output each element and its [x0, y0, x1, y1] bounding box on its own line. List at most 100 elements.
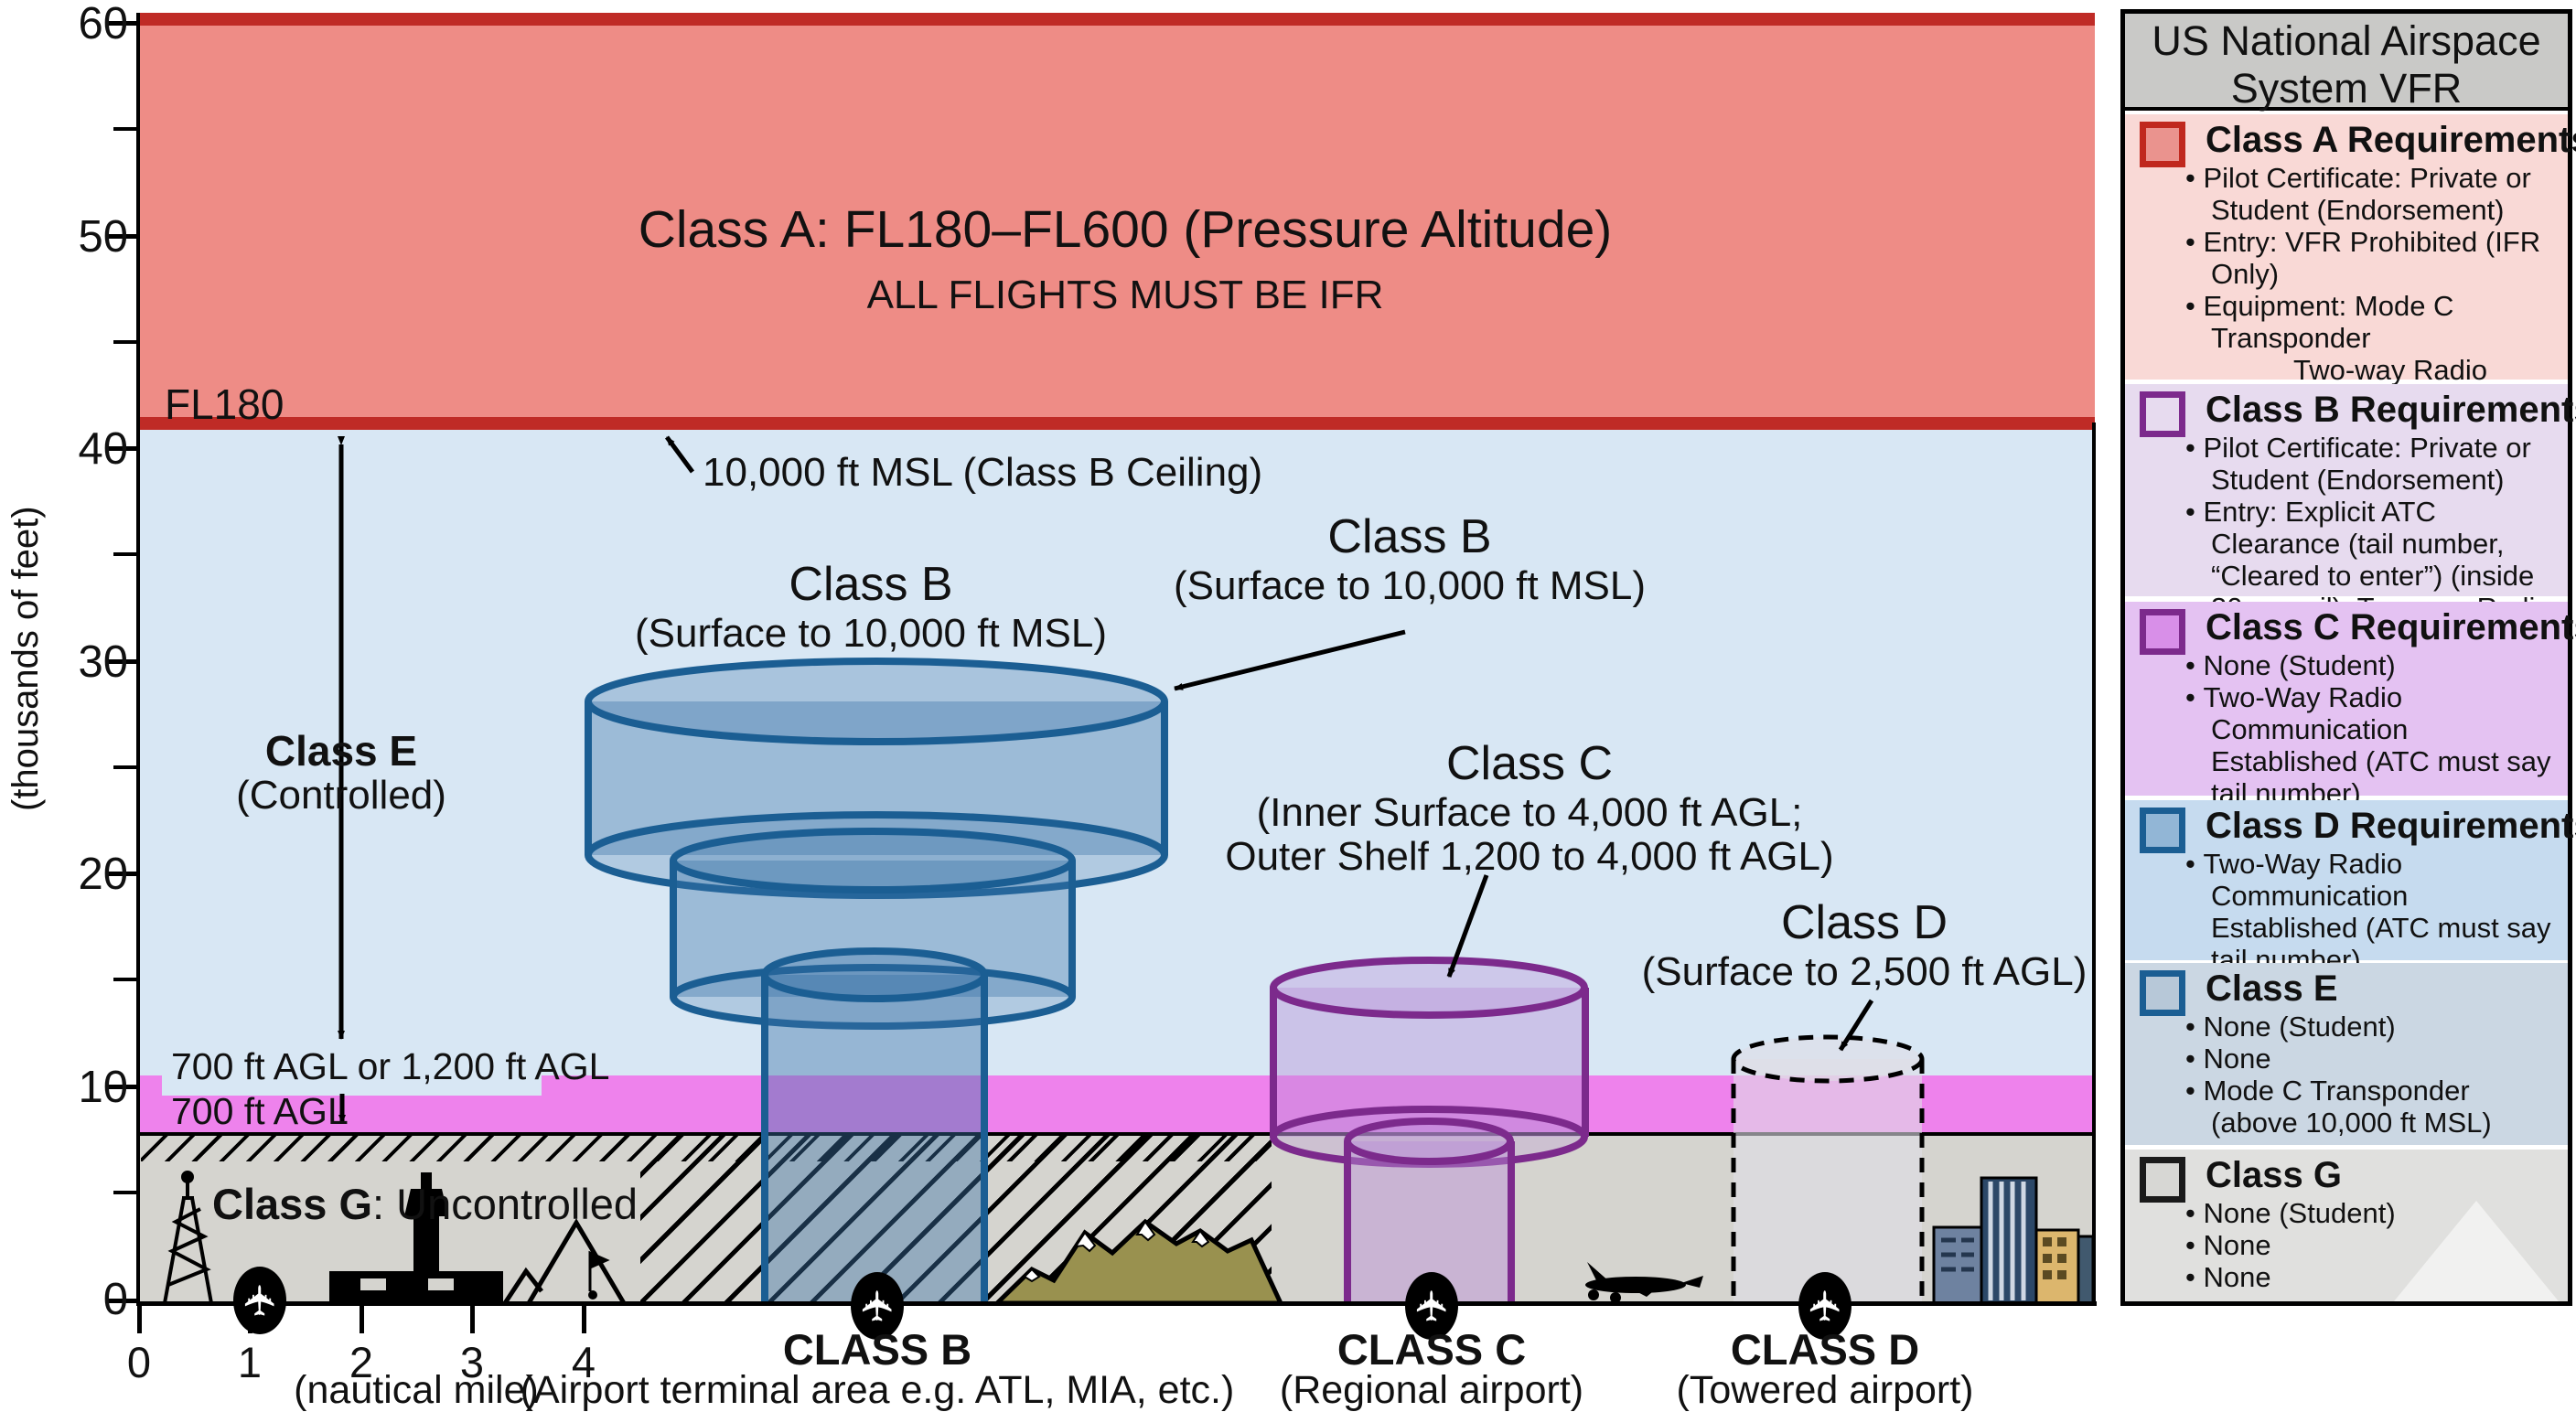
requirement-item: None (Student) [2185, 1197, 2559, 1229]
class-b-cylinder [585, 658, 1168, 1301]
x-tick-4 [582, 1303, 586, 1333]
y-tick-60 [108, 21, 139, 26]
y-tick-0 [108, 1299, 139, 1303]
y-label-10: 10 [78, 1063, 128, 1112]
small-airplane-icon [1585, 1262, 1703, 1303]
y-label-30: 30 [78, 637, 128, 687]
panel-header: US National Airspace System VFR Requirem… [2125, 14, 2568, 159]
section-title: Class G [2206, 1155, 2342, 1195]
x-tick-0 [137, 1303, 142, 1333]
class-g-bold: Class G [212, 1180, 373, 1228]
mountains-icon [991, 1218, 1284, 1306]
requirement-item: Mode C Transponder (above 10,000 ft MSL) [2185, 1075, 2559, 1139]
requirement-item: None (Student) [2185, 1011, 2559, 1043]
y-tick-55 [113, 127, 139, 131]
airplane-marker-class-b: ✈ [851, 1272, 904, 1340]
class-a-subtitle: ALL FLIGHTS MUST BE IFR [866, 273, 1384, 317]
class-b-right-title: Class B [1327, 510, 1492, 563]
requirement-item: None [2185, 1229, 2559, 1261]
y-tick-30 [108, 659, 139, 664]
class-d-title: Class D [1780, 896, 1948, 949]
class-d-cylinder [1731, 1034, 1925, 1301]
section-title: Class B Requirements [2206, 390, 2576, 430]
class-d-sub: (Surface to 2,500 ft AGL) [1641, 949, 2088, 994]
x-axis-line [136, 1301, 2097, 1306]
class-b-ground-sub: (Airport terminal area e.g. ATL, MIA, et… [520, 1368, 1235, 1412]
y-tick-45 [113, 340, 139, 344]
class-b-right-sub: (Surface to 10,000 ft MSL) [1173, 563, 1647, 608]
class-c-swatch [2140, 609, 2185, 655]
requirement-item: Two-Way Radio Communication Established … [2185, 681, 2559, 809]
airplane-marker-class-c: ✈ [1405, 1272, 1458, 1340]
y-label-40: 40 [78, 424, 128, 474]
x-label-3: 3 [459, 1338, 485, 1386]
legend-section-class-g: Class G None (Student) None None [2125, 1150, 2568, 1301]
fl180-label: FL180 [165, 380, 284, 428]
legend-section-class-c: Class C Requirements None (Student) Two-… [2125, 602, 2576, 809]
legend-section-class-b: Class B Requirements Pilot Certificate: … [2125, 384, 2576, 624]
requirement-extra: Two-way Radio [2293, 354, 2487, 387]
class-g-rest: : Uncontrolled [372, 1180, 639, 1228]
vfr-requirements-panel: US National Airspace System VFR Requirem… [2120, 9, 2576, 1306]
y-tick-5 [113, 1191, 139, 1194]
requirement-item: Two-Way Radio Communication Established … [2185, 848, 2559, 976]
requirement-item: None (Student) [2185, 649, 2559, 681]
plot-right-border [2092, 423, 2096, 1303]
x-label-2: 2 [349, 1338, 374, 1386]
agl-700-label: 700 ft AGL [171, 1090, 349, 1132]
y-label-0: 0 [102, 1275, 128, 1324]
requirement-item: Pilot Certificate: Private or Student (E… [2185, 162, 2559, 226]
y-label-60: 60 [78, 0, 128, 48]
airplane-icon: ✈ [1800, 1288, 1849, 1324]
legend-section-class-d: Class D Requirements Two-Way Radio Commu… [2125, 800, 2576, 1008]
class-b-left-sub: (Surface to 10,000 ft MSL) [634, 611, 1108, 656]
y-label-20: 20 [78, 850, 128, 899]
class-b-left-title: Class B [789, 558, 953, 611]
legend-section-class-e: Class E None (Student) None Mode C Trans… [2125, 963, 2568, 1145]
requirement-item: Entry: VFR Prohibited (IFR Only) [2185, 226, 2559, 290]
section-title: Class D Requirements [2206, 806, 2576, 846]
class-c-sub1: (Inner Surface to 4,000 ft AGL; [1256, 790, 1803, 835]
class-g-swatch [2140, 1157, 2185, 1203]
y-label-50: 50 [78, 212, 128, 262]
class-e-swatch [2140, 970, 2185, 1016]
transition-band-notch [162, 1075, 542, 1096]
y-tick-35 [113, 552, 139, 556]
annotation-arrows [338, 435, 1874, 1124]
city-buildings-icon [1932, 1176, 2095, 1305]
class-b-swatch [2140, 391, 2185, 437]
x-tick-2 [360, 1303, 364, 1333]
requirement-list: None (Student) Two-Way Radio Communicati… [2185, 649, 2559, 809]
class-d-ground-label: CLASS D [1730, 1325, 1920, 1374]
class-e-band [139, 430, 2095, 1075]
requirement-item: None [2185, 1043, 2559, 1075]
class-c-cylinder [1270, 957, 1589, 1301]
y-axis-title: (thousands of feet) [5, 506, 46, 811]
airplane-marker-nm1: ✈ [233, 1267, 286, 1334]
y-tick-50 [108, 234, 139, 239]
class-c-title: Class C [1445, 737, 1614, 790]
x-axis-title: (nautical mile) [294, 1368, 539, 1412]
class-b-ceiling-arrow [664, 435, 695, 474]
requirement-list: Pilot Certificate: Private or Student (E… [2185, 432, 2559, 624]
section-title: Class A Requirements [2206, 120, 2576, 160]
legend-section-class-a: Class A Requirements Pilot Certificate: … [2125, 114, 2576, 418]
class-c-ground-sub: (Regional airport) [1279, 1368, 1584, 1412]
requirement-item: Pilot Certificate: Private or Student (E… [2185, 432, 2559, 496]
class-b-ground-label: CLASS B [782, 1325, 972, 1374]
panel-title-line1: US National Airspace [2152, 17, 2541, 64]
x-label-4: 4 [571, 1338, 596, 1386]
class-b-pointer-arrow [1174, 629, 1406, 691]
requirement-list: Pilot Certificate: Private or Student (E… [2185, 162, 2559, 418]
y-tick-10 [108, 1085, 139, 1089]
requirement-list: None (Student) None Mode C Transponder (… [2185, 1011, 2559, 1139]
class-c-sub2: Outer Shelf 1,200 to 4,000 ft AGL) [1225, 834, 1834, 879]
class-a-swatch [2140, 122, 2185, 167]
class-a-band [139, 13, 2095, 430]
airplane-marker-class-d: ✈ [1798, 1272, 1852, 1340]
class-c-ground-label: CLASS C [1336, 1325, 1527, 1374]
class-d-pointer-arrow [1838, 999, 1874, 1052]
airport-buildings-icon [329, 1172, 503, 1303]
